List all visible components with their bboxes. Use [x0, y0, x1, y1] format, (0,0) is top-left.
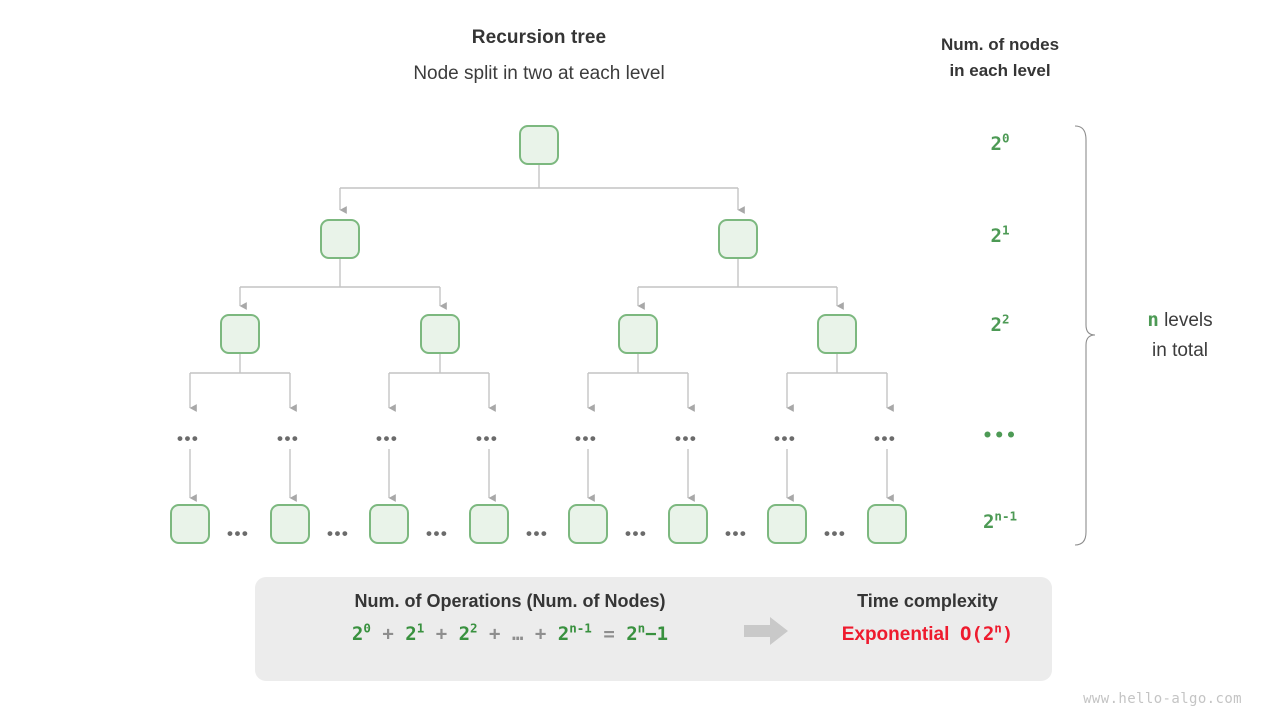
complexity-bigo: O(2n)	[959, 620, 1014, 645]
summary-complexity-heading: Time complexity	[857, 591, 998, 611]
level-count-exponent: 1	[1001, 222, 1010, 238]
formula-exp-1: 1	[416, 620, 425, 636]
tree-node	[270, 504, 310, 544]
level-count-base: 2	[982, 511, 995, 533]
level-count-last: 2n-1	[940, 508, 1060, 533]
column-heading-line-1: Num. of nodes	[940, 35, 1060, 54]
level-count-2: 22	[940, 311, 1060, 336]
ellipsis-marker: •••	[874, 429, 897, 448]
formula-term-1: 2	[405, 623, 417, 645]
formula-term-last: 2	[557, 623, 570, 645]
tree-node	[767, 504, 807, 544]
formula-exp-2: 2	[470, 620, 478, 636]
summary-left: Num. of Operations (Num. of Nodes) 20 + …	[275, 591, 745, 645]
bigo-open: O(2	[959, 623, 995, 645]
implies-arrow-icon	[744, 617, 788, 645]
formula-result-tail: −1	[645, 623, 669, 645]
tree-node	[568, 504, 608, 544]
summary-panel: Num. of Operations (Num. of Nodes) 20 + …	[255, 577, 1052, 681]
column-heading-nodes-per-level: Num. of nodes in each level	[900, 32, 1100, 84]
summary-complexity-value: Exponential O(2n)	[815, 620, 1040, 646]
formula-plus-4: +	[534, 623, 547, 645]
formula-equals: =	[603, 623, 615, 645]
level-count-exponent: 2	[1001, 311, 1010, 327]
formula-exp-last: n-1	[569, 620, 592, 636]
inter-node-ellipsis: •••	[526, 524, 549, 543]
inter-node-ellipsis: •••	[625, 524, 648, 543]
page-title: Recursion tree	[471, 27, 607, 48]
level-count-base: 2	[990, 314, 1002, 336]
tree-node	[220, 314, 260, 354]
level-count-ellipsis: •••	[982, 426, 1018, 446]
tree-node	[420, 314, 460, 354]
tree-node	[469, 504, 509, 544]
bigo-close: )	[1001, 623, 1014, 645]
level-count-1: 21	[940, 222, 1060, 247]
column-heading-line-2: in each level	[949, 61, 1051, 80]
formula-result-exp: n	[637, 620, 646, 636]
level-count-0: 20	[940, 130, 1060, 155]
inter-node-ellipsis: •••	[824, 524, 847, 543]
summary-formula: 20 + 21 + 22 + … + 2n-1 = 2n−1	[275, 620, 745, 645]
inter-node-ellipsis: •••	[227, 524, 250, 543]
tree-node	[320, 219, 360, 259]
tree-node	[170, 504, 210, 544]
level-count-exponent: n-1	[994, 508, 1018, 524]
level-count-base: 2	[990, 225, 1002, 247]
total-levels-variable: n	[1147, 309, 1159, 331]
inter-node-ellipsis: •••	[725, 524, 748, 543]
ellipsis-marker: •••	[177, 429, 200, 448]
ellipsis-marker: •••	[774, 429, 797, 448]
bigo-exp: n	[994, 620, 1002, 636]
formula-term-0: 2	[351, 623, 364, 645]
tree-node	[519, 125, 559, 165]
complexity-word: Exponential	[841, 624, 950, 645]
formula-plus-2: +	[435, 623, 448, 645]
total-levels-label: n levels in total	[1100, 305, 1260, 366]
formula-term-2: 2	[458, 623, 471, 645]
tree-node	[817, 314, 857, 354]
level-count-base: 2	[990, 133, 1002, 155]
ellipsis-marker: •••	[675, 429, 698, 448]
level-count-exponent: 0	[1001, 130, 1010, 146]
tree-node	[668, 504, 708, 544]
ellipsis-marker: •••	[277, 429, 300, 448]
summary-right: Time complexity Exponential O(2n)	[815, 591, 1040, 646]
ellipsis-marker: •••	[376, 429, 399, 448]
tree-node	[369, 504, 409, 544]
ellipsis-marker: •••	[476, 429, 499, 448]
formula-ellipsis: …	[511, 623, 524, 645]
formula-plus-3: +	[489, 623, 501, 645]
total-levels-text-1: levels	[1158, 310, 1213, 331]
tree-node	[867, 504, 907, 544]
formula-result-base: 2	[626, 623, 638, 645]
inter-node-ellipsis: •••	[327, 524, 350, 543]
tree-node	[718, 219, 758, 259]
total-levels-text-2: in total	[1152, 340, 1208, 361]
page-subtitle: Node split in two at each level	[413, 63, 665, 84]
summary-operations-heading: Num. of Operations (Num. of Nodes)	[354, 591, 666, 611]
tree-node	[618, 314, 658, 354]
ellipsis-marker: •••	[575, 429, 598, 448]
formula-exp-0: 0	[363, 620, 371, 636]
watermark: www.hello-algo.com	[1083, 691, 1242, 707]
inter-node-ellipsis: •••	[426, 524, 449, 543]
levels-brace	[1074, 125, 1096, 546]
formula-plus-1: +	[382, 623, 394, 645]
